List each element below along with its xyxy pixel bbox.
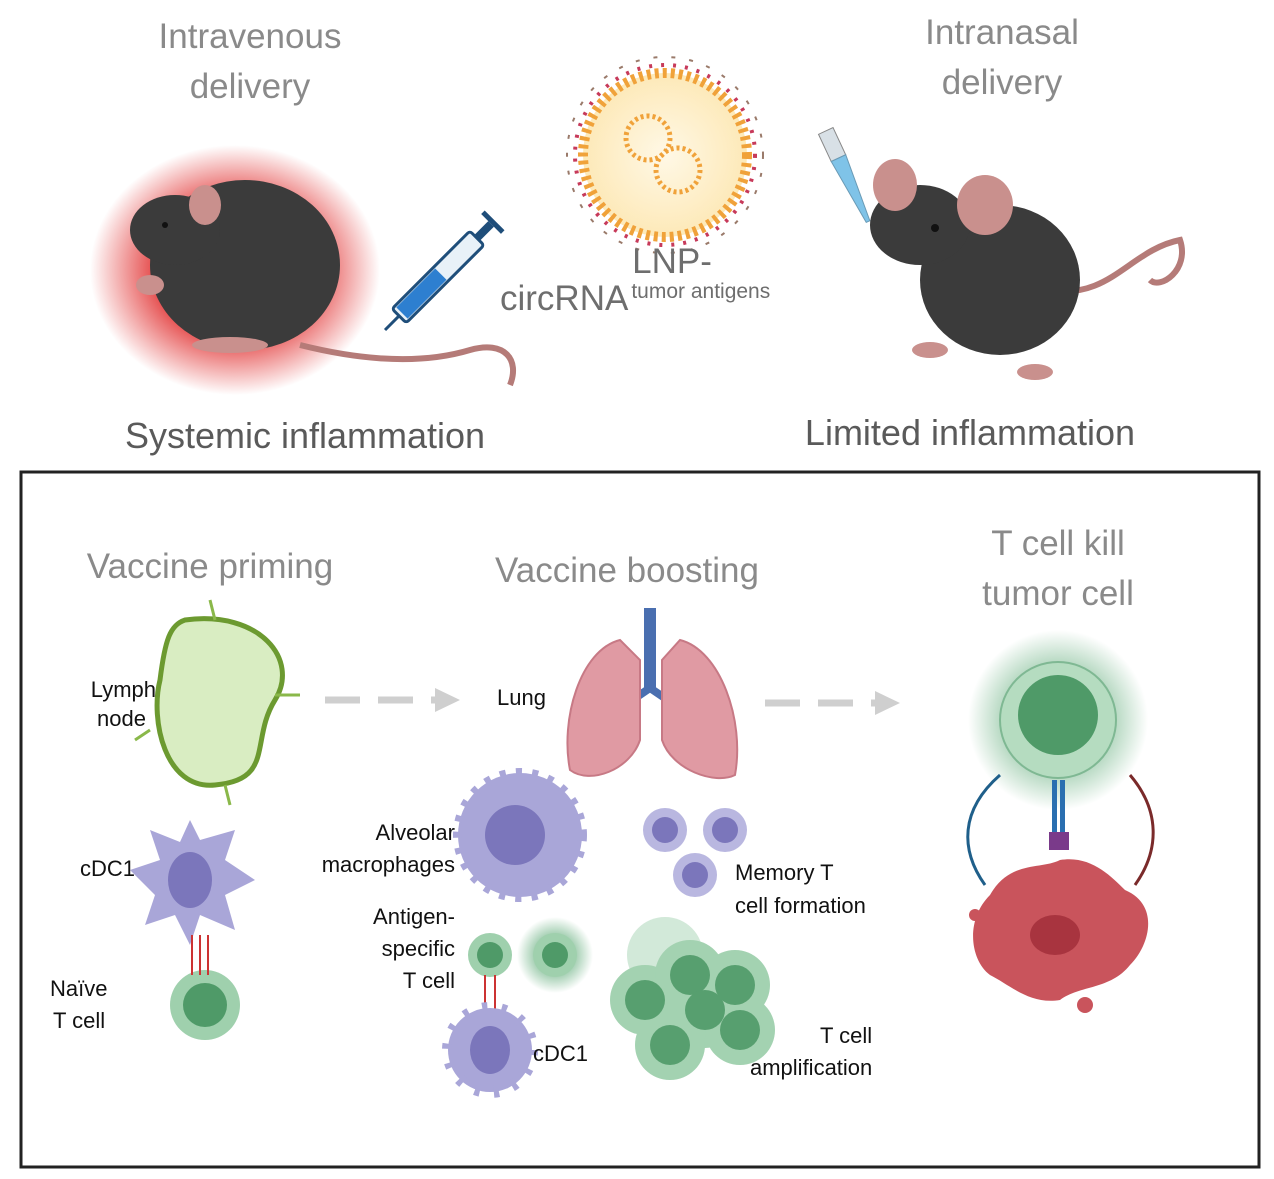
t-cell-kill-title: T cell kill bbox=[991, 524, 1125, 563]
lung-label: Lung bbox=[497, 685, 546, 710]
alveolar-label: Alveolar bbox=[376, 820, 455, 845]
memory-label: Memory T bbox=[735, 860, 834, 885]
vaccine-priming-title: Vaccine priming bbox=[87, 547, 333, 586]
pipette-icon bbox=[817, 126, 871, 224]
syringe-icon bbox=[383, 210, 505, 332]
cdc1-left-label: cDC1 bbox=[80, 856, 135, 881]
mouse-intranasal-illustration bbox=[870, 159, 1185, 380]
naive-t-cell bbox=[170, 935, 240, 1040]
naive-t-cell-label: Naïve bbox=[50, 976, 107, 1001]
intranasal-title-line2: delivery bbox=[942, 63, 1063, 102]
antigen-specific-t-cells bbox=[468, 917, 593, 1015]
arrow-priming-to-boosting bbox=[325, 688, 460, 712]
intranasal-title: Intranasal bbox=[925, 13, 1079, 52]
memory-label-line2: cell formation bbox=[735, 893, 866, 918]
immune-panel-frame bbox=[19, 470, 1261, 1169]
cdc1-cell-middle bbox=[442, 1002, 538, 1098]
limited-inflammation-label: Limited inflammation bbox=[805, 412, 1135, 453]
cdc1-middle-label: cDC1 bbox=[533, 1041, 588, 1066]
antigen-specific-label-line3: T cell bbox=[403, 968, 455, 993]
lymph-node-label: Lymph bbox=[91, 677, 156, 702]
cytotoxic-arrows bbox=[966, 773, 1155, 886]
vaccine-boosting-title: Vaccine boosting bbox=[495, 551, 759, 590]
memory-t-cells bbox=[643, 808, 747, 897]
lnp-particle-illustration bbox=[566, 56, 764, 254]
naive-t-cell-label-line2: T cell bbox=[53, 1008, 105, 1033]
mouse-intravenous-illustration bbox=[90, 145, 517, 395]
alveolar-macrophage bbox=[453, 768, 587, 902]
alveolar-label-line2: macrophages bbox=[322, 852, 455, 877]
intravenous-title: Intravenous bbox=[159, 17, 342, 56]
lnp-superscript: tumor antigens bbox=[631, 280, 770, 303]
lymph-node-label-line2: node bbox=[97, 706, 146, 731]
arrow-boosting-to-kill bbox=[765, 691, 900, 715]
lymph-node-illustration bbox=[134, 599, 300, 806]
antigen-specific-label-line2: specific bbox=[382, 936, 455, 961]
systemic-inflammation-label: Systemic inflammation bbox=[125, 415, 485, 456]
amplification-label: T cell bbox=[820, 1023, 872, 1048]
amplification-label-line2: amplification bbox=[750, 1055, 872, 1080]
lung-illustration bbox=[566, 608, 739, 780]
intravenous-title-line2: delivery bbox=[190, 67, 311, 106]
antigen-specific-label: Antigen- bbox=[373, 904, 455, 929]
amplified-t-cells bbox=[610, 917, 775, 1080]
cdc1-cell-left bbox=[130, 820, 255, 945]
t-cell-kill-title-line2: tumor cell bbox=[982, 574, 1134, 613]
killer-t-cell bbox=[968, 630, 1148, 850]
lnp-label: LNP- bbox=[632, 242, 712, 281]
tumor-cell bbox=[969, 859, 1149, 1013]
